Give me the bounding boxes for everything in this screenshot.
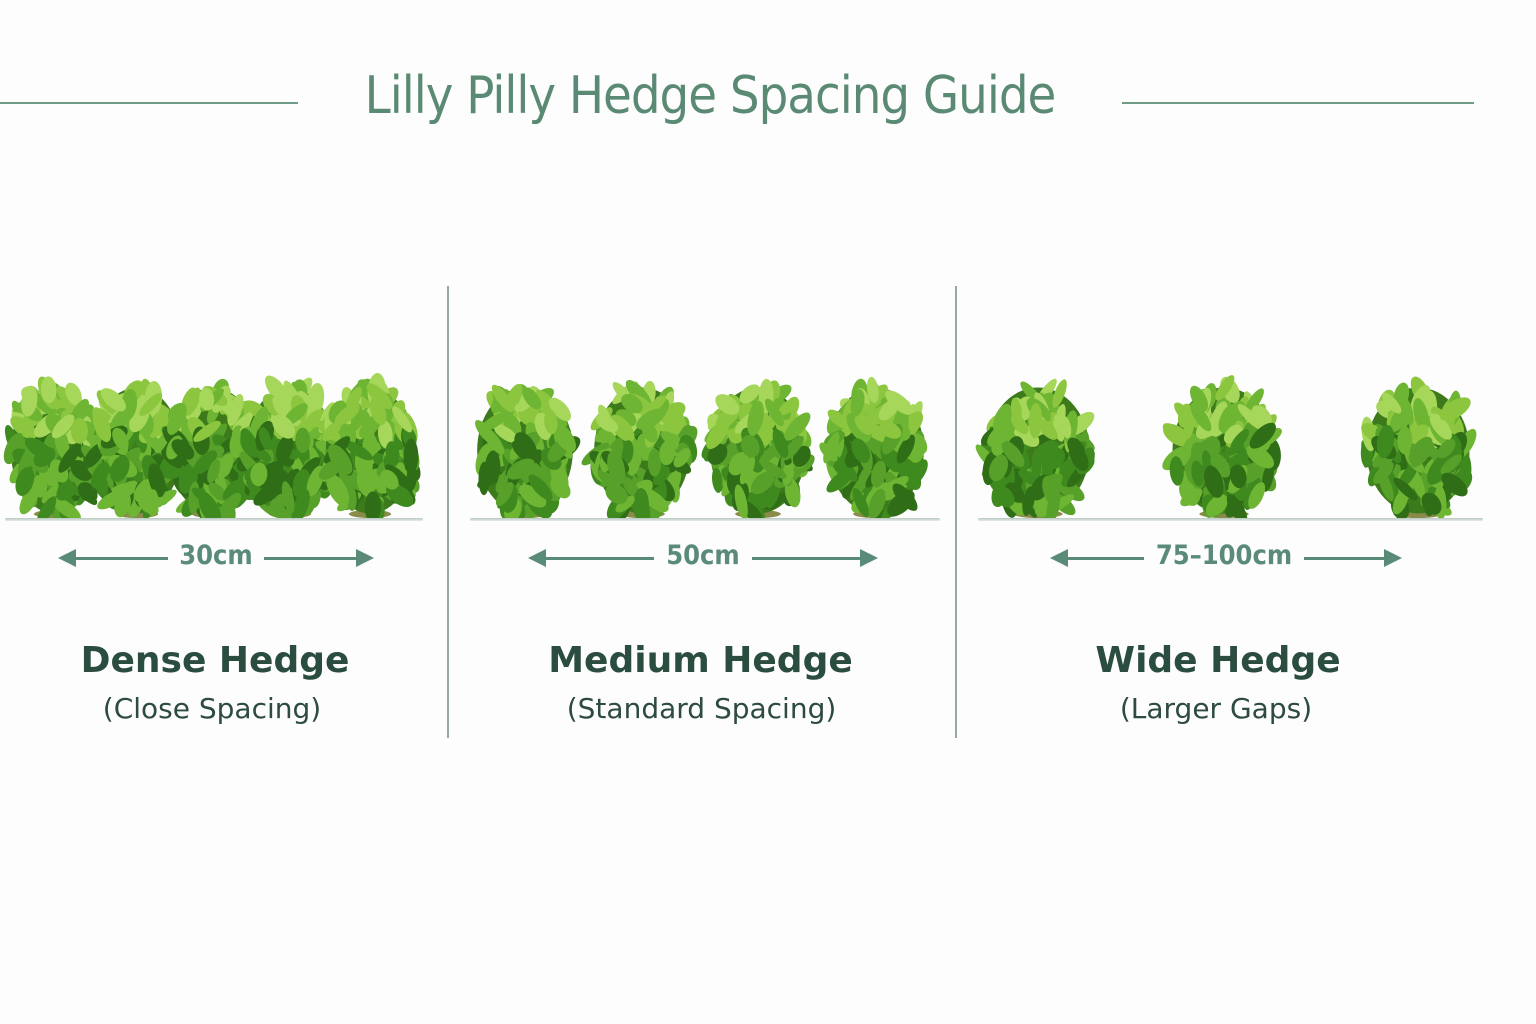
spacing-label: 30cm bbox=[179, 540, 253, 571]
measure-line bbox=[1304, 557, 1388, 560]
shrub-icon bbox=[161, 378, 268, 518]
spacing-measure: 30cm bbox=[58, 540, 374, 576]
ground-line bbox=[470, 518, 940, 521]
shrub-icon bbox=[975, 378, 1095, 518]
shrub-icon bbox=[475, 383, 581, 518]
arrow-right-icon bbox=[356, 549, 374, 567]
ground-line bbox=[5, 518, 423, 521]
panel-title: Wide Hedge bbox=[1095, 640, 1341, 681]
shrub-row bbox=[968, 360, 1488, 520]
shrub-icon bbox=[83, 378, 191, 518]
arrow-right-icon bbox=[860, 549, 878, 567]
measure-line bbox=[752, 557, 864, 560]
panel-wide-hedge: 75–100cm Wide Hedge (Larger Gaps) bbox=[968, 360, 1488, 740]
shrub-icon bbox=[315, 373, 421, 518]
panel-subtitle: (Close Spacing) bbox=[102, 692, 322, 725]
panel-dense-hedge: 30cm Dense Hedge (Close Spacing) bbox=[0, 360, 440, 740]
panel-divider bbox=[447, 286, 449, 738]
arrow-left-icon bbox=[58, 549, 76, 567]
panel-medium-hedge: 50cm Medium Hedge (Standard Spacing) bbox=[460, 360, 945, 740]
measure-line bbox=[264, 557, 360, 560]
shrub-icon bbox=[819, 376, 928, 518]
title-rule-right bbox=[1122, 102, 1474, 104]
shrub-icon bbox=[1360, 376, 1477, 518]
shrub-icon bbox=[3, 376, 109, 518]
spacing-label: 75–100cm bbox=[1155, 540, 1293, 571]
shrub-row bbox=[460, 360, 945, 520]
panel-subtitle: (Larger Gaps) bbox=[1119, 692, 1313, 725]
ground-line bbox=[978, 518, 1483, 521]
shrub-icon bbox=[581, 380, 698, 518]
panel-title: Medium Hedge bbox=[548, 640, 853, 681]
shrub-icon bbox=[1162, 375, 1282, 518]
title-rule-left bbox=[0, 102, 298, 104]
arrow-left-icon bbox=[1050, 549, 1068, 567]
arrow-right-icon bbox=[1384, 549, 1402, 567]
spacing-measure: 75–100cm bbox=[1050, 540, 1402, 576]
spacing-measure: 50cm bbox=[528, 540, 878, 576]
measure-line bbox=[542, 557, 654, 560]
panel-title: Dense Hedge bbox=[80, 640, 350, 681]
shrub-icon bbox=[701, 378, 815, 518]
header: Lilly Pilly Hedge Spacing Guide bbox=[0, 62, 1536, 142]
panel-subtitle: (Standard Spacing) bbox=[566, 692, 837, 725]
shrub-row bbox=[0, 360, 440, 520]
page-title: Lilly Pilly Hedge Spacing Guide bbox=[364, 66, 1057, 126]
spacing-label: 50cm bbox=[666, 540, 740, 571]
panel-divider bbox=[955, 286, 957, 738]
arrow-left-icon bbox=[528, 549, 546, 567]
measure-line bbox=[72, 557, 168, 560]
measure-line bbox=[1064, 557, 1144, 560]
